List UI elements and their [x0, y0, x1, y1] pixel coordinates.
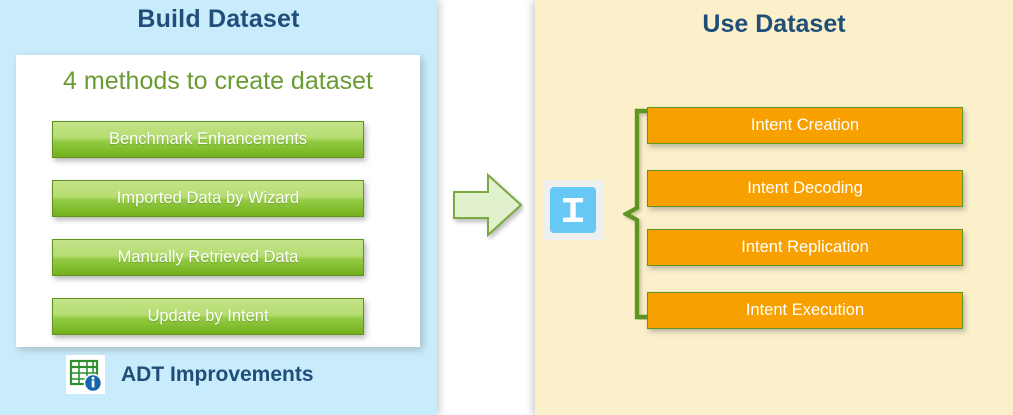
method-button-update-by-intent[interactable]: Update by Intent: [52, 298, 364, 335]
build-dataset-title: Build Dataset: [137, 5, 300, 33]
intent-button-intent-decoding[interactable]: Intent Decoding: [647, 170, 963, 207]
method-button-manually-retrieved-data[interactable]: Manually Retrieved Data: [52, 239, 364, 276]
intent-button-intent-execution[interactable]: Intent Execution: [647, 292, 963, 329]
intent-i-icon: [543, 180, 603, 240]
use-dataset-panel: Use Dataset Intent Creation: [535, 0, 1013, 415]
right-arrow-icon: [453, 172, 523, 238]
build-dataset-panel: Build Dataset 4 methods to create datase…: [0, 0, 437, 415]
method-button-benchmark-enhancements[interactable]: Benchmark Enhancements: [52, 121, 364, 158]
methods-card-heading: 4 methods to create dataset: [63, 67, 373, 95]
methods-card: 4 methods to create dataset Benchmark En…: [16, 55, 420, 347]
method-button-imported-data-by-wizard[interactable]: Imported Data by Wizard: [52, 180, 364, 217]
intent-button-intent-replication[interactable]: Intent Replication: [647, 229, 963, 266]
brace-bracket-icon: [621, 108, 652, 320]
intent-i-icon-tile: [550, 187, 596, 233]
adt-improvements-row: ADT Improvements: [66, 355, 314, 394]
intent-button-intent-creation[interactable]: Intent Creation: [647, 107, 963, 144]
adt-grid-info-icon: [66, 355, 105, 394]
adt-improvements-label: ADT Improvements: [121, 362, 314, 386]
use-dataset-title: Use Dataset: [702, 10, 846, 38]
flow-arrow: [452, 170, 524, 240]
